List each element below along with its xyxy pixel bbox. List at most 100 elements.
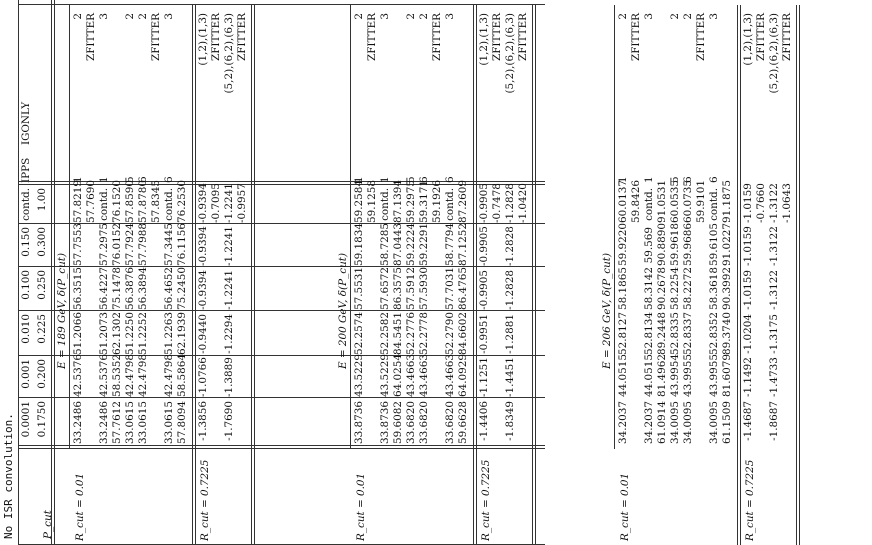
ipps-value: 1	[379, 176, 391, 183]
table-cell: -0.9905	[478, 183, 490, 223]
igonly-value: 2	[124, 13, 136, 20]
table-cell: -0.9957	[236, 183, 248, 223]
table-caption: No ISR convolution.	[2, 413, 15, 539]
table-cell: 59.6628	[457, 401, 469, 444]
igonly-value: 2	[617, 13, 629, 20]
pcut-value-row2: 0.300	[36, 227, 48, 257]
pcut-value-row2: 0.250	[36, 270, 48, 300]
table-cell: 33.2486	[72, 401, 84, 444]
pcut-value-row2: 0.225	[36, 314, 48, 344]
table-cell: 43.5229	[379, 354, 391, 397]
table-cell: 59.569	[643, 227, 655, 264]
table-cell: 52.2778	[418, 312, 430, 355]
table-cell: -1.4406	[478, 401, 490, 441]
table-cell: -1.3122	[768, 270, 780, 310]
ipps-value: 5	[124, 176, 136, 183]
ipps-value: 6	[137, 176, 149, 183]
table-cell: 87.0443	[392, 223, 404, 266]
table-cell: -1.0159	[742, 226, 754, 266]
table-cell: 33.8736	[353, 401, 365, 444]
table-top-rule	[18, 0, 19, 545]
table-cell: 34.0095	[708, 401, 720, 444]
table-cell: 89.2448	[656, 312, 668, 355]
table-cell: 59.9686	[682, 223, 694, 266]
table-cell: 91.1875	[721, 180, 733, 223]
block-rule	[192, 5, 193, 545]
table-cell: 51.2263	[163, 312, 175, 355]
table-cell: 91.0531	[656, 180, 668, 223]
table-cell: -1.3175	[768, 314, 780, 354]
table-cell: -0.9905	[478, 270, 490, 310]
table-cell: 52.2776	[405, 312, 417, 355]
pcut-header-label: P_cut	[42, 510, 54, 539]
label-col-rule-double	[18, 445, 545, 446]
table-cell: 75.1478	[111, 267, 123, 310]
table-cell: 57.8590	[124, 180, 136, 223]
ipps-value: 1	[643, 176, 655, 183]
igonly-value: 3	[444, 13, 456, 20]
table-cell: 87.2609	[457, 180, 469, 223]
table-cell: 52.2574	[353, 312, 365, 355]
energy-header: E = 189 GeV, δ(P_cut)	[56, 252, 68, 369]
table-cell: -1.1492	[742, 357, 754, 397]
table-cell: 33.0615	[163, 401, 175, 444]
table-cell: 89.3740	[721, 312, 733, 355]
table-cell: -1.2828	[504, 270, 516, 310]
contd-header: contd.	[20, 188, 32, 221]
table-cell: 56.3894	[137, 267, 149, 310]
table-cell: 52.2582	[379, 312, 391, 355]
table-cell: -0.9394	[197, 270, 209, 310]
table-cell: contd.	[98, 188, 110, 221]
table-cell: -0.7660	[755, 183, 767, 223]
table-cell: 56.3876	[124, 267, 136, 310]
table-cell: contd.	[379, 188, 391, 221]
table-cell: -1.0159	[742, 270, 754, 310]
label-col-rule	[18, 448, 545, 449]
igonly-value: ZFITTER	[630, 13, 642, 61]
igonly-value: 2	[418, 13, 430, 20]
table-cell: 56.4227	[98, 267, 110, 310]
table-cell: contd.	[708, 188, 720, 221]
table-cell: 59.9101	[695, 180, 707, 223]
table-cell: 58.5864	[176, 354, 188, 397]
header-bottom-rule-double	[54, 0, 55, 545]
igonly-value: 2	[137, 13, 149, 20]
table-cell: 34.0095	[669, 401, 681, 444]
table-cell: 43.4663	[444, 354, 456, 397]
block-rule-double	[740, 5, 741, 545]
combination-label: ZFITTER	[781, 13, 793, 61]
igonly-value: 3	[98, 13, 110, 20]
table-cell: 59.6105	[708, 223, 720, 266]
table-cell: 76.1520	[111, 180, 123, 223]
table-cell: 84.6602	[457, 312, 469, 355]
table-cell: -0.9905	[478, 226, 490, 266]
table-cell: -1.2881	[504, 314, 516, 354]
table-cell: 59.1834	[353, 223, 365, 266]
table-cell: 90.3992	[721, 267, 733, 310]
table-cell: -1.3889	[223, 357, 235, 397]
table-cell: 52.8337	[682, 312, 694, 355]
pcut-value-row1: 0.001	[20, 359, 32, 389]
table-cell: 59.2291	[418, 223, 430, 266]
igonly-value: 2	[682, 13, 694, 20]
right-border	[18, 4, 545, 5]
table-cell: 61.1509	[721, 401, 733, 444]
table-cell: 52.8134	[643, 312, 655, 355]
table-cell: 57.3445	[163, 223, 175, 266]
table-cell: 75.2450	[176, 267, 188, 310]
table-cell: 58.3142	[643, 267, 655, 310]
table-cell: 51.2252	[137, 312, 149, 355]
table-cell: 43.9955	[708, 354, 720, 397]
table-cell: 59.8426	[630, 180, 642, 223]
table-cell: 57.6572	[379, 267, 391, 310]
section-bottom-rule-double	[254, 5, 255, 545]
igonly-value: 2	[405, 13, 417, 20]
table-cell: 42.5376	[72, 354, 84, 397]
combination-label: ZFITTER	[210, 13, 222, 61]
table-cell: 86.3575	[392, 267, 404, 310]
table-cell: 52.8352	[708, 312, 720, 355]
ipps-value: 5	[405, 176, 417, 183]
table-cell: -1.4451	[504, 357, 516, 397]
table-cell: 58.3618	[708, 267, 720, 310]
table-cell: 60.0735	[682, 180, 694, 223]
